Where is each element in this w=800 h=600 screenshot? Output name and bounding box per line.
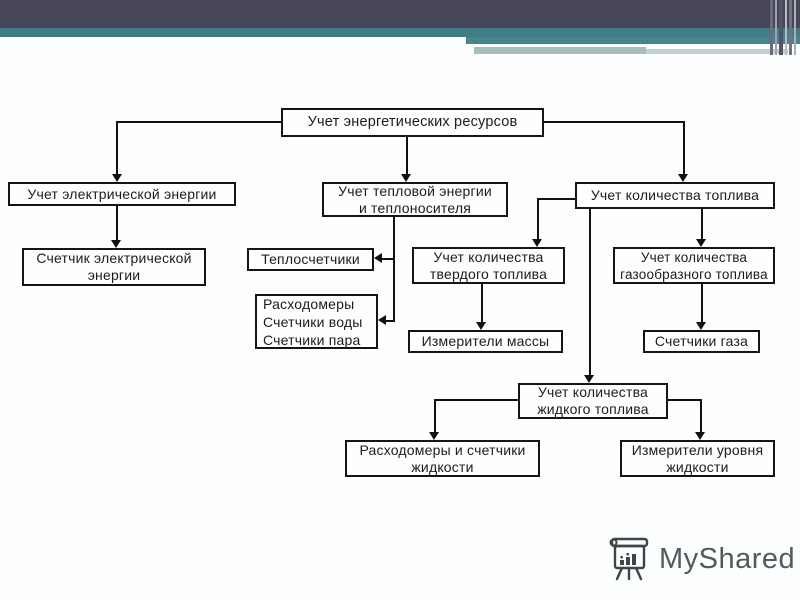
connector-line — [481, 284, 483, 322]
edge-stripe — [794, 0, 796, 55]
arrow-left-icon — [374, 253, 382, 263]
node-solid-fuel: Учет количества твердого топлива — [412, 247, 565, 284]
node-electric-energy: Учет электрической энергии — [8, 182, 236, 206]
connector-line — [701, 284, 703, 322]
edge-stripe — [785, 0, 787, 55]
header-bar-white-line — [474, 44, 740, 47]
arrow-down-icon — [696, 322, 706, 330]
arrow-down-icon — [584, 375, 594, 383]
header-bar-sage — [474, 47, 646, 54]
header-bar-teal — [0, 28, 800, 37]
node-heat-meters: Теплосчетчики — [247, 248, 374, 271]
arrow-down-icon — [112, 174, 122, 182]
connector-line — [683, 121, 685, 174]
node-energy-resources: Учет энергетических ресурсов — [281, 108, 544, 137]
watermark-text: MyShared — [659, 543, 796, 575]
edge-stripe — [779, 0, 783, 55]
arrow-down-icon — [401, 174, 411, 182]
arrow-down-icon — [429, 432, 439, 440]
connector-line — [668, 399, 701, 401]
node-gas-meters: Счетчики газа — [643, 330, 760, 353]
edge-stripe — [775, 0, 777, 55]
flipchart-chart-icon — [605, 532, 653, 587]
connector-line — [434, 399, 436, 432]
arrow-down-icon — [678, 174, 688, 182]
connector-line — [435, 399, 518, 401]
connector-line — [537, 198, 575, 200]
arrow-down-icon — [695, 432, 705, 440]
node-liquid-flowmeters: Расходомеры и счетчики жидкости — [345, 440, 540, 477]
connector-line — [700, 399, 702, 432]
connector-line — [537, 198, 539, 239]
watermark: MyShared — [605, 532, 795, 587]
connector-line — [406, 137, 408, 174]
connector-line — [393, 217, 395, 322]
arrow-left-icon — [378, 315, 386, 325]
arrow-down-icon — [696, 239, 706, 247]
arrow-down-icon — [476, 322, 486, 330]
connector-line — [382, 258, 394, 260]
node-gaseous-fuel: Учет количества газообразного топлива — [613, 247, 775, 284]
connector-line — [589, 209, 591, 375]
node-electric-meter: Счетчик электрической энергии — [22, 248, 206, 286]
node-mass-measurers: Измерители массы — [408, 330, 563, 353]
header-bar-navy — [0, 0, 800, 28]
node-fuel-quantity: Учет количества топлива — [575, 182, 775, 209]
connector-line — [117, 121, 281, 123]
connector-line — [116, 121, 118, 174]
node-level-measurers: Измерители уровня жидкости — [620, 440, 775, 477]
arrow-down-icon — [532, 239, 542, 247]
node-heat-energy: Учет тепловой энергии и теплоносителя — [322, 182, 508, 217]
node-flowmeters-water-steam: Расходомеры Счетчики воды Счетчики пара — [255, 294, 378, 349]
header-bar-sage-light — [646, 49, 788, 54]
connector-line — [701, 209, 703, 239]
edge-stripe — [789, 0, 792, 55]
header-bar-teal-right — [466, 37, 800, 44]
arrow-down-icon — [111, 240, 121, 248]
edge-stripe — [770, 0, 773, 55]
connector-line — [544, 121, 684, 123]
connector-line — [116, 206, 118, 240]
connector-line — [386, 320, 394, 322]
node-liquid-fuel: Учет количества жидкого топлива — [518, 383, 668, 419]
